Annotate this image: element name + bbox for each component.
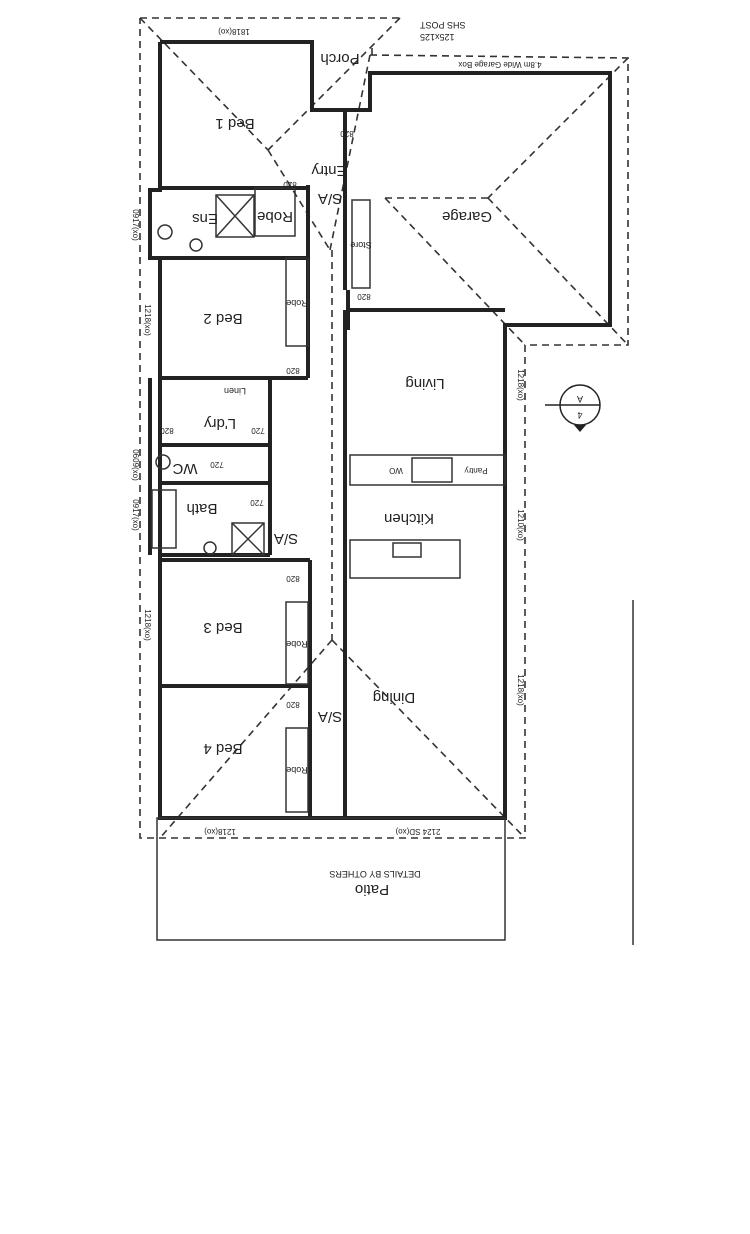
walls bbox=[148, 40, 612, 820]
room-label-entry: Entry bbox=[311, 162, 347, 179]
section-marker-number: 4 bbox=[577, 410, 582, 420]
window-label: 1218(xo) bbox=[143, 304, 152, 336]
room-label-wc: WC bbox=[172, 460, 197, 477]
room-label-laundry: L'dry bbox=[203, 415, 236, 432]
window-label: 1218(xo) bbox=[143, 609, 152, 641]
room-label-robe3: Robe bbox=[286, 639, 308, 649]
room-label-bed4: Bed 4 bbox=[203, 740, 242, 757]
room-label-wo: WO bbox=[389, 466, 403, 475]
room-label-porch: Porch bbox=[320, 50, 359, 67]
door-size: 720 bbox=[251, 426, 265, 435]
window-label: 1218(xo) bbox=[516, 369, 525, 401]
door-size: 720 bbox=[210, 460, 224, 469]
roof-outline bbox=[139, 17, 629, 839]
window-label: 1818(xo) bbox=[218, 27, 250, 36]
window-label: 2124 SD(xo) bbox=[395, 827, 440, 836]
room-label-living: Living bbox=[405, 375, 444, 392]
garage-box-note: 4.8m Wide Garage Box bbox=[458, 60, 541, 69]
door-size: 820 bbox=[283, 180, 297, 189]
post-note-line1: SHS POST bbox=[420, 20, 466, 30]
door-size: 820 bbox=[357, 292, 371, 301]
section-marker-letter: A bbox=[577, 394, 583, 404]
window-label: 0917(xo) bbox=[131, 209, 140, 241]
room-label-robe4: Robe bbox=[286, 765, 308, 775]
room-label-bed1: Bed 1 bbox=[215, 115, 254, 132]
window-label: 0609(xo) bbox=[131, 449, 140, 481]
window-label: 1210(xo) bbox=[516, 509, 525, 541]
sa-label-hall: S/A bbox=[274, 530, 298, 547]
door-size: 820 bbox=[286, 700, 300, 709]
room-label-robe1: Robe bbox=[257, 208, 293, 225]
window-label: 1218(xo) bbox=[516, 674, 525, 706]
door-size: 820 bbox=[160, 426, 174, 435]
sa-label-entry: S/A bbox=[318, 190, 342, 207]
room-label-kitchen: Kitchen bbox=[384, 510, 434, 527]
room-label-pantry: Pantry bbox=[464, 466, 487, 475]
sa-label-dining: S/A bbox=[318, 708, 342, 725]
door-size: 720 bbox=[250, 498, 264, 507]
room-label-dining: Dining bbox=[373, 689, 416, 706]
door-size: 820 bbox=[286, 366, 300, 375]
room-label-bed3: Bed 3 bbox=[203, 619, 242, 636]
room-label-bed2: Bed 2 bbox=[203, 310, 242, 327]
room-label-patio: Patio bbox=[355, 881, 389, 898]
post-note-line2: 125x125 bbox=[420, 32, 455, 42]
window-label: 1218(xo) bbox=[204, 827, 236, 836]
room-label-linen: Linen bbox=[224, 386, 246, 396]
door-size: 820 bbox=[286, 574, 300, 583]
room-label-bath: Bath bbox=[187, 500, 218, 517]
section-marker-icon bbox=[545, 384, 601, 432]
patio-note: DETAILS BY OTHERS bbox=[329, 869, 420, 879]
room-label-garage: Garage bbox=[442, 208, 492, 225]
room-label-ens: Ens bbox=[192, 210, 218, 227]
patio-area bbox=[156, 817, 506, 941]
room-label-robe2: Robe bbox=[286, 298, 308, 308]
window-label: 0917(xo) bbox=[131, 499, 140, 531]
room-label-store: Store bbox=[350, 240, 372, 250]
door-size: 820 bbox=[340, 129, 354, 138]
